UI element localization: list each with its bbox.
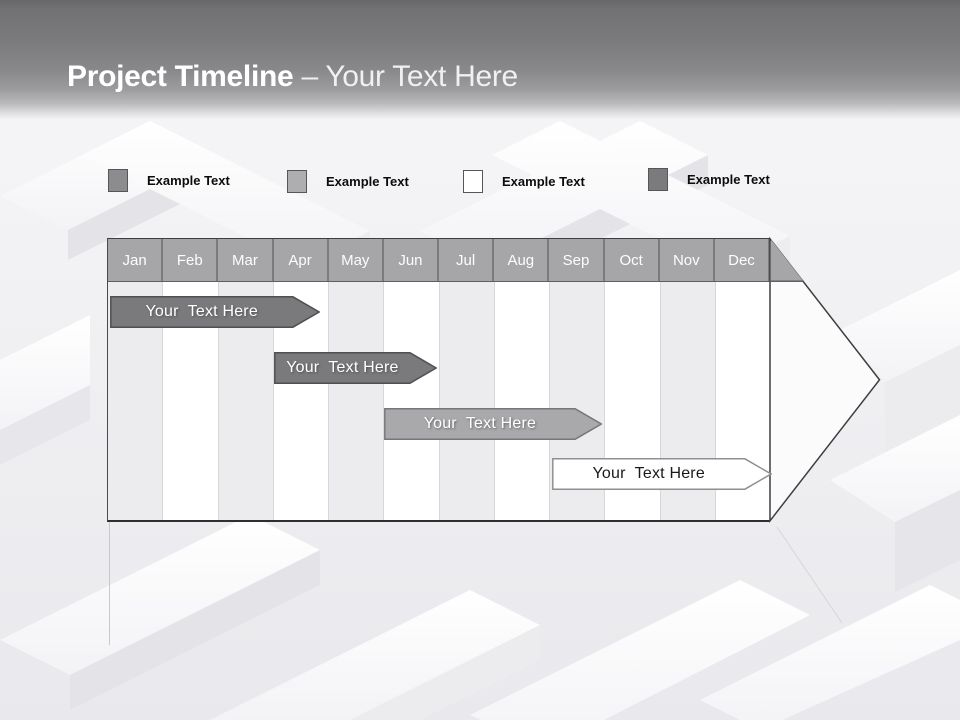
legend-swatch-4 bbox=[648, 168, 668, 191]
bar-arrow-shape-1 bbox=[109, 296, 320, 328]
legend-swatch-3 bbox=[463, 170, 483, 193]
month-header-nov: Nov bbox=[660, 239, 715, 281]
legend-label-4: Example Text bbox=[687, 172, 770, 187]
legend-swatch-2 bbox=[287, 170, 307, 193]
grid-column-8 bbox=[494, 282, 550, 520]
month-header-feb: Feb bbox=[163, 239, 219, 281]
timeline-bar-4: Your Text Here bbox=[551, 458, 772, 490]
slide-title-bold: Project Timeline bbox=[67, 60, 302, 93]
timeline-bar-2: Your Text Here bbox=[273, 352, 437, 384]
slide-title: Project Timeline – Your Text Here bbox=[67, 60, 518, 94]
legend-label-2: Example Text bbox=[326, 174, 409, 189]
grid-column-5 bbox=[329, 282, 385, 520]
month-header-oct: Oct bbox=[605, 239, 660, 281]
bar-arrow-shape-2 bbox=[273, 352, 437, 384]
bar-arrow-shape-4 bbox=[551, 458, 772, 490]
bar-label-1: Your Text Here bbox=[145, 303, 258, 320]
month-header-jan: Jan bbox=[108, 239, 164, 281]
timeline-bar-3: Your Text Here bbox=[383, 408, 603, 440]
bar-label-4: Your Text Here bbox=[592, 465, 705, 482]
bar-label-3: Your Text Here bbox=[423, 415, 537, 432]
month-header-apr: Apr bbox=[274, 239, 329, 281]
month-header-mar: Mar bbox=[218, 239, 274, 281]
legend-label-3: Example Text bbox=[502, 174, 585, 189]
month-header-dec: Dec bbox=[715, 239, 771, 281]
month-header-jul: Jul bbox=[439, 239, 495, 281]
slide-title-light: – Your Text Here bbox=[301, 60, 518, 93]
grid-column-7 bbox=[439, 282, 495, 520]
bar-arrow-shape-3 bbox=[383, 408, 603, 440]
month-header-sep: Sep bbox=[549, 239, 605, 281]
title-band: Project Timeline – Your Text Here bbox=[0, 0, 960, 120]
grid-column-6 bbox=[384, 282, 440, 520]
legend-swatch-1 bbox=[108, 169, 128, 192]
timeline-bar-1: Your Text Here bbox=[109, 296, 320, 328]
bar-label-2: Your Text Here bbox=[286, 359, 399, 376]
month-header-jun: Jun bbox=[384, 239, 440, 281]
month-header-aug: Aug bbox=[494, 239, 550, 281]
legend-label-1: Example Text bbox=[147, 173, 230, 188]
month-header-may: May bbox=[329, 239, 384, 281]
